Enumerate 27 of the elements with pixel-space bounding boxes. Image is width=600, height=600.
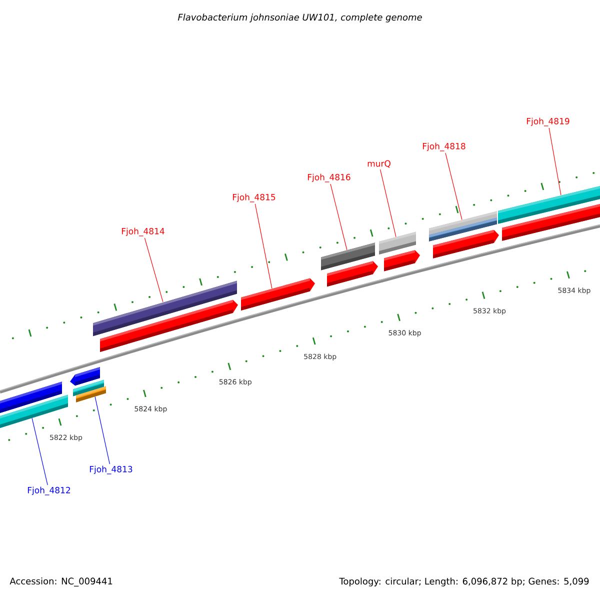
- gene-label: Fjoh_4812: [28, 486, 70, 496]
- gene-bar: [429, 211, 497, 242]
- gene-label: murQ: [368, 160, 390, 168]
- gene-label: Fjoh_4818: [422, 142, 466, 152]
- gene-label: Fjoh_4814: [122, 228, 164, 236]
- leader-line: [94, 396, 110, 464]
- gene-bar: [241, 278, 315, 311]
- leader-line: [445, 152, 462, 220]
- genome-info-text: Topology: circular; Length: 6,096,872 bp; Genes: 5,099: [339, 578, 589, 586]
- gene-label: Fjoh_4813: [90, 466, 132, 474]
- gene-bar: [379, 232, 416, 255]
- gene-label: Fjoh_4819: [526, 118, 570, 126]
- title: Flavobacterium johnsoniae UW101, complete genome: [178, 14, 422, 22]
- leader-line: [32, 418, 48, 486]
- leader-line: [548, 128, 562, 196]
- gene-bar: [76, 386, 106, 402]
- gene-bar: [321, 242, 375, 270]
- gene-bar: [498, 184, 600, 224]
- gene-bar: [0, 394, 68, 428]
- leader-line: [330, 184, 348, 250]
- gene-label: Fjoh_4815: [232, 194, 276, 202]
- accession-text: Accession: NC_009441: [10, 578, 112, 586]
- leader-line: [144, 238, 164, 302]
- leader-line: [254, 204, 272, 289]
- gene-bar: [93, 280, 237, 336]
- gene-label: Fjoh_4816: [308, 174, 350, 182]
- leader-line: [380, 169, 396, 238]
